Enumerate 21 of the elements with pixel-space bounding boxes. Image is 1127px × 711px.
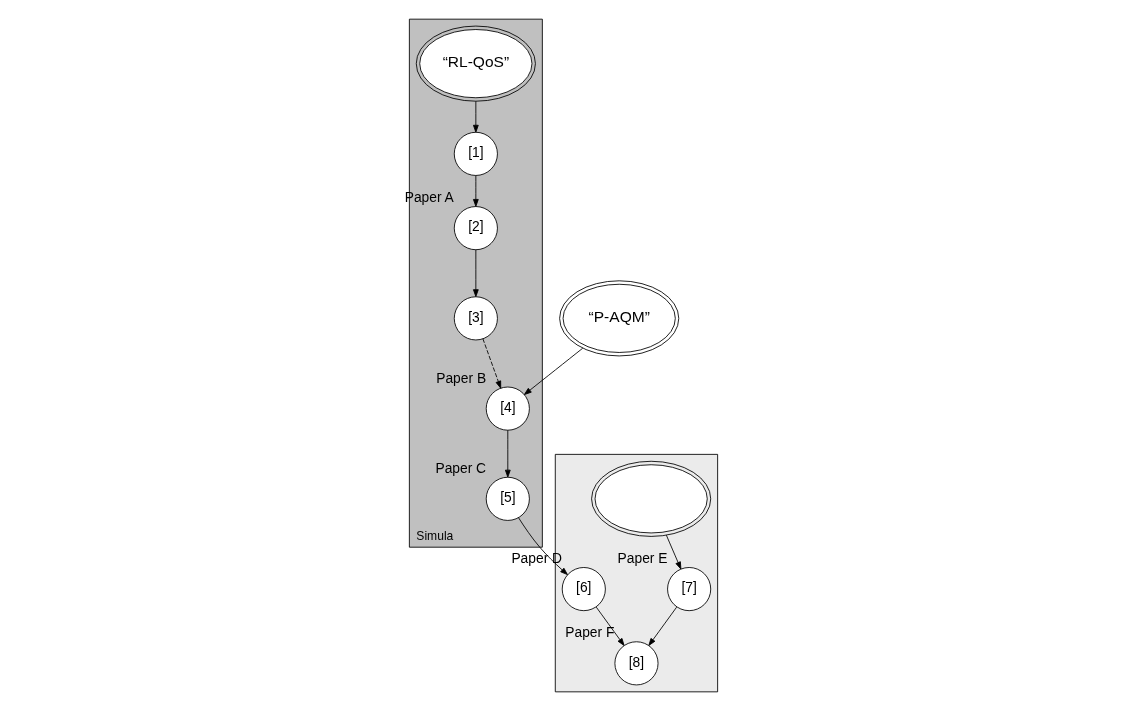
arrow bbox=[473, 175, 479, 207]
cluster bbox=[554, 453, 719, 693]
arrow bbox=[518, 517, 568, 576]
node-circle: [7] bbox=[667, 567, 712, 612]
node-label: Paper B bbox=[436, 369, 487, 386]
arrow bbox=[523, 347, 584, 395]
arrow bbox=[473, 100, 479, 133]
node-circle: [8] bbox=[614, 641, 659, 686]
node-circle: [1] bbox=[453, 131, 498, 176]
node-circle: [2] bbox=[453, 206, 498, 251]
arrow bbox=[665, 534, 682, 570]
node-label: Paper F bbox=[565, 624, 615, 641]
arrow bbox=[504, 429, 511, 478]
node-circle: [3] bbox=[453, 296, 498, 341]
node-circle: [5] bbox=[485, 476, 530, 521]
arrow bbox=[482, 338, 502, 389]
arrow bbox=[473, 249, 479, 297]
node-label: Paper E bbox=[617, 550, 668, 566]
node-label: Paper C bbox=[435, 459, 487, 476]
arrow bbox=[648, 606, 678, 646]
arrow bbox=[595, 606, 625, 646]
